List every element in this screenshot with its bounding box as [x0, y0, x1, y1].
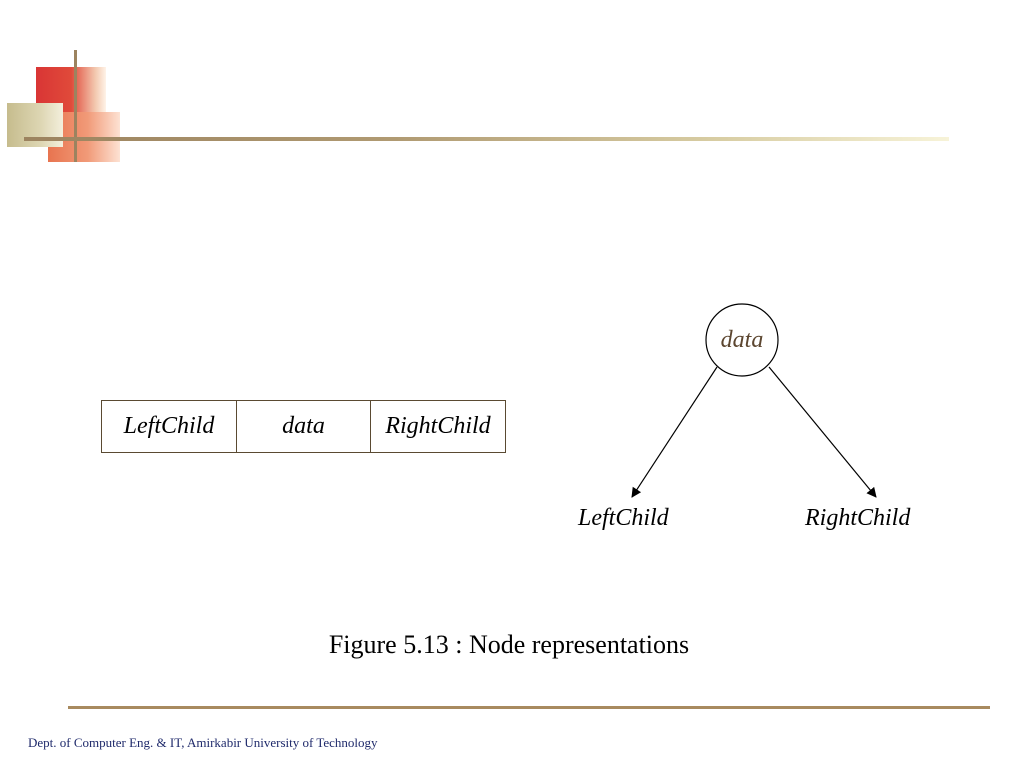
node-field-table: LeftChild data RightChild	[101, 400, 506, 453]
root-node-circle	[705, 303, 779, 377]
header-divider	[24, 137, 949, 141]
root-node-label: data	[720, 327, 764, 353]
right-child-field: RightChild	[370, 400, 506, 453]
figure-caption: Figure 5.13 : Node representations	[328, 630, 690, 659]
decorative-vertical-line	[74, 50, 77, 162]
left-edge-arrow	[631, 366, 718, 498]
right-child-label: RightChild	[805, 505, 911, 531]
footer-text: Dept. of Computer Eng. & IT, Amirkabir U…	[28, 735, 378, 750]
left-child-field: LeftChild	[101, 400, 237, 453]
footer-divider	[68, 706, 990, 709]
node-field-row: LeftChild data RightChild	[101, 400, 506, 453]
right-edge-arrow	[768, 366, 877, 498]
left-child-label: LeftChild	[578, 505, 669, 531]
